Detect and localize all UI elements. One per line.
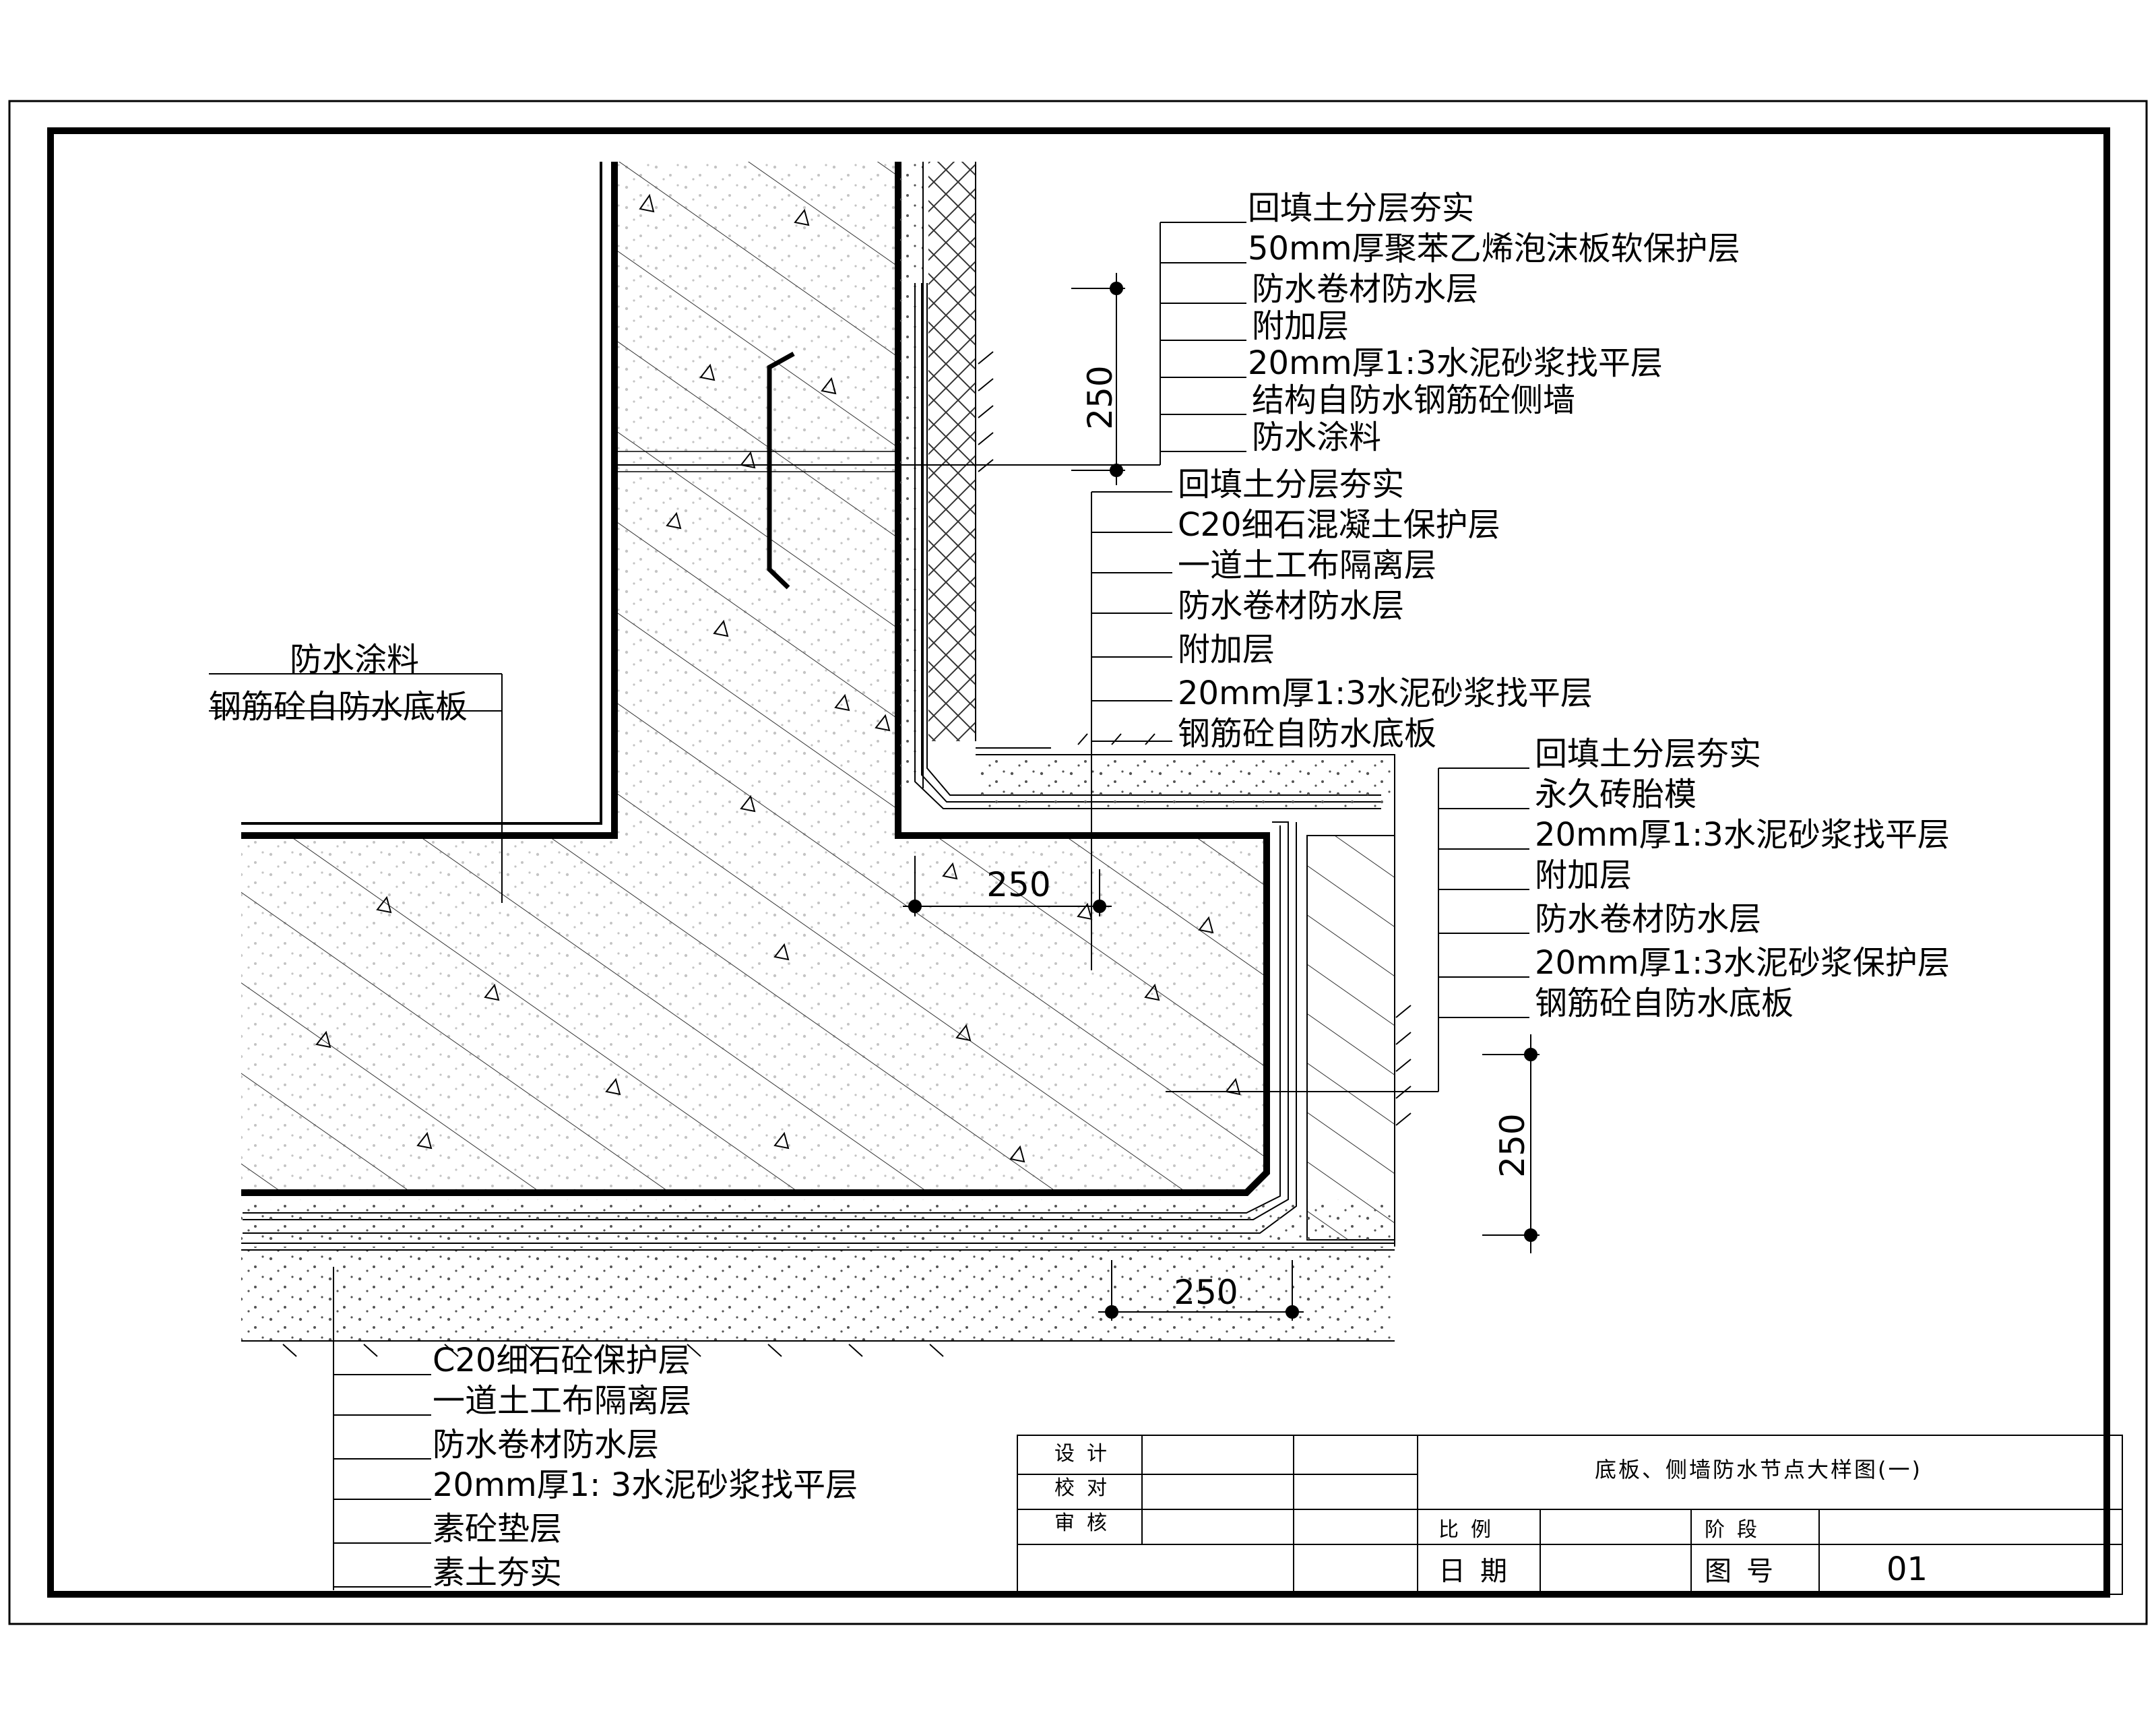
step-label-5: 附加层 bbox=[1178, 631, 1275, 668]
bottom-callout-labels: C20细石砼保护层 一道土工布隔离层 防水卷材防水层 20mm厚1: 3水泥砂浆… bbox=[433, 1342, 858, 1592]
dimension-vertical-pit bbox=[1482, 1034, 1540, 1253]
bottom-layer-lines bbox=[241, 1243, 1395, 1342]
bottom-label-6: 素土夯实 bbox=[433, 1554, 562, 1592]
title-block bbox=[1017, 1435, 2123, 1595]
dimension-horizontal-bottom bbox=[1098, 1260, 1304, 1321]
dimension-vertical-wall bbox=[1071, 273, 1125, 485]
bottom-screed-layer bbox=[241, 1199, 1395, 1240]
dimension-horizontal-step bbox=[903, 856, 1112, 916]
bottom-label-3: 防水卷材防水层 bbox=[433, 1426, 659, 1464]
pit-label-4: 附加层 bbox=[1535, 856, 1632, 894]
dimension-label-bottom: 250 bbox=[1174, 1273, 1238, 1312]
bottom-label-5: 素砼垫层 bbox=[433, 1510, 562, 1548]
aggregate-marks bbox=[315, 193, 1241, 1163]
pit-callout-labels: 回填土分层夯实 永久砖胎模 20mm厚1:3水泥砂浆找平层 附加层 防水卷材防水… bbox=[1535, 735, 1950, 1022]
bottom-label-1: C20细石砼保护层 bbox=[433, 1342, 691, 1379]
wall-callout-labels: 回填土分层夯实 50mm厚聚苯乙烯泡沫板软保护层 防水卷材防水层 附加层 20m… bbox=[1248, 189, 1740, 456]
step-label-4: 防水卷材防水层 bbox=[1178, 587, 1404, 625]
structure-outline-inner bbox=[241, 162, 602, 825]
wall-label-2: 50mm厚聚苯乙烯泡沫板软保护层 bbox=[1248, 230, 1740, 268]
sheet-border bbox=[8, 100, 2148, 1625]
drawing-title: 底板、侧墙防水节点大样图(一) bbox=[1595, 1457, 1922, 1482]
pit-label-7: 钢筋砼自防水底板 bbox=[1535, 984, 1794, 1022]
concrete-speckle bbox=[241, 162, 1267, 1193]
wall-label-5: 20mm厚1:3水泥砂浆找平层 bbox=[1248, 344, 1663, 382]
dimension-label-pit: 250 bbox=[1493, 1113, 1532, 1177]
wall-label-4: 附加层 bbox=[1252, 307, 1349, 345]
stage-label: 阶段 bbox=[1705, 1518, 1769, 1542]
soil-ticks-wall bbox=[978, 351, 994, 472]
date-label: 日期 bbox=[1438, 1556, 1522, 1587]
step-label-6: 20mm厚1:3水泥砂浆找平层 bbox=[1178, 675, 1593, 712]
pit-label-6: 20mm厚1:3水泥砂浆保护层 bbox=[1535, 944, 1950, 982]
title-role-review: 审核 bbox=[1054, 1511, 1119, 1535]
slab-protection-c20 bbox=[976, 755, 1393, 809]
bottom-blinding-layer bbox=[241, 1247, 1395, 1341]
pit-label-5: 防水卷材防水层 bbox=[1535, 900, 1761, 938]
drawing-no-value: 01 bbox=[1886, 1550, 1928, 1588]
title-role-design: 设计 bbox=[1054, 1442, 1119, 1466]
dimension-label-wall: 250 bbox=[1081, 365, 1120, 429]
wall-foam-protection bbox=[928, 162, 976, 741]
wall-plaster-layer bbox=[900, 162, 923, 788]
structure-outline-outer bbox=[241, 162, 1270, 1196]
pit-label-1: 回填土分层夯实 bbox=[1535, 735, 1761, 773]
step-label-3: 一道土工布隔离层 bbox=[1178, 546, 1436, 584]
dimension-label-step: 250 bbox=[986, 865, 1050, 904]
scale-label: 比例 bbox=[1438, 1518, 1503, 1542]
title-role-check: 校对 bbox=[1054, 1476, 1119, 1500]
step-label-1: 回填土分层夯实 bbox=[1178, 466, 1404, 503]
soil-ticks-pit bbox=[1395, 1005, 1412, 1126]
step-callout-labels: 回填土分层夯实 C20细石混凝土保护层 一道土工布隔离层 防水卷材防水层 附加层… bbox=[1178, 466, 1593, 753]
leader-lines bbox=[209, 222, 1529, 1590]
inner-callout-labels: 防水涂料 钢筋砼自防水底板 bbox=[209, 641, 468, 726]
wall-label-6: 结构自防水钢筋砼侧墙 bbox=[1252, 381, 1575, 419]
rebar bbox=[767, 351, 795, 590]
wall-label-3: 防水卷材防水层 bbox=[1252, 270, 1478, 308]
inner-label-2: 钢筋砼自防水底板 bbox=[209, 688, 468, 726]
wall-label-7: 防水涂料 bbox=[1252, 418, 1381, 456]
step-label-2: C20细石混凝土保护层 bbox=[1178, 506, 1500, 544]
step-label-7: 钢筋砼自防水底板 bbox=[1178, 715, 1436, 753]
bottom-label-4: 20mm厚1: 3水泥砂浆找平层 bbox=[433, 1466, 858, 1504]
inner-label-1: 防水涂料 bbox=[290, 641, 419, 679]
brick-formwork bbox=[1306, 835, 1395, 1241]
soil-ticks-bottom bbox=[282, 1344, 944, 1357]
structure-outline-inner-thick bbox=[241, 162, 618, 839]
pit-label-2: 永久砖胎模 bbox=[1535, 776, 1697, 813]
wall-label-1: 回填土分层夯实 bbox=[1248, 189, 1474, 227]
slab-step-outline bbox=[976, 733, 1395, 1247]
drawing-no-label: 图号 bbox=[1705, 1556, 1788, 1587]
bottom-label-2: 一道土工布隔离层 bbox=[433, 1382, 691, 1420]
pit-label-3: 20mm厚1:3水泥砂浆找平层 bbox=[1535, 816, 1950, 854]
